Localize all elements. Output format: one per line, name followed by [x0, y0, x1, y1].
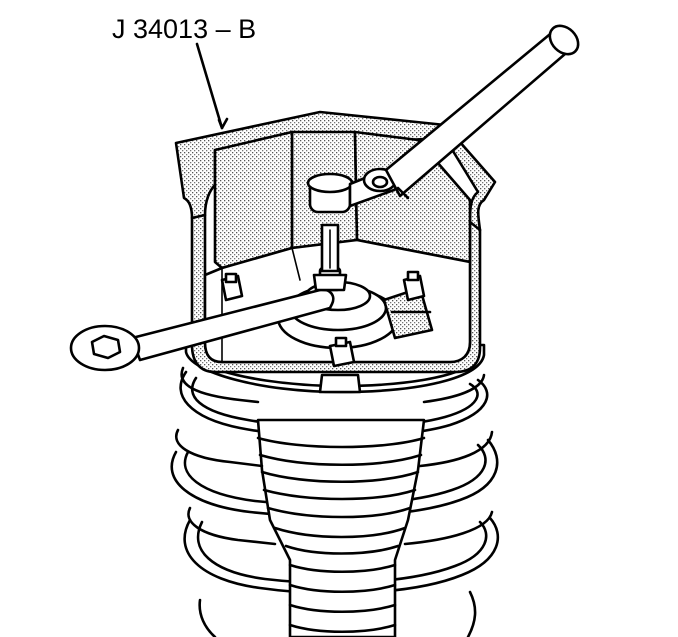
mount-nut-left [220, 272, 244, 302]
coil-spring-front [175, 366, 494, 546]
mount-nut-right [402, 270, 426, 302]
mount-nut-front [328, 336, 356, 368]
label-leader-line [195, 42, 224, 130]
dust-boot [256, 418, 426, 637]
strut-shaft [312, 223, 348, 292]
label-leader-arrow [217, 117, 229, 130]
tool-number-label: J 34013 – B [112, 14, 257, 44]
extension-bar [384, 24, 580, 200]
